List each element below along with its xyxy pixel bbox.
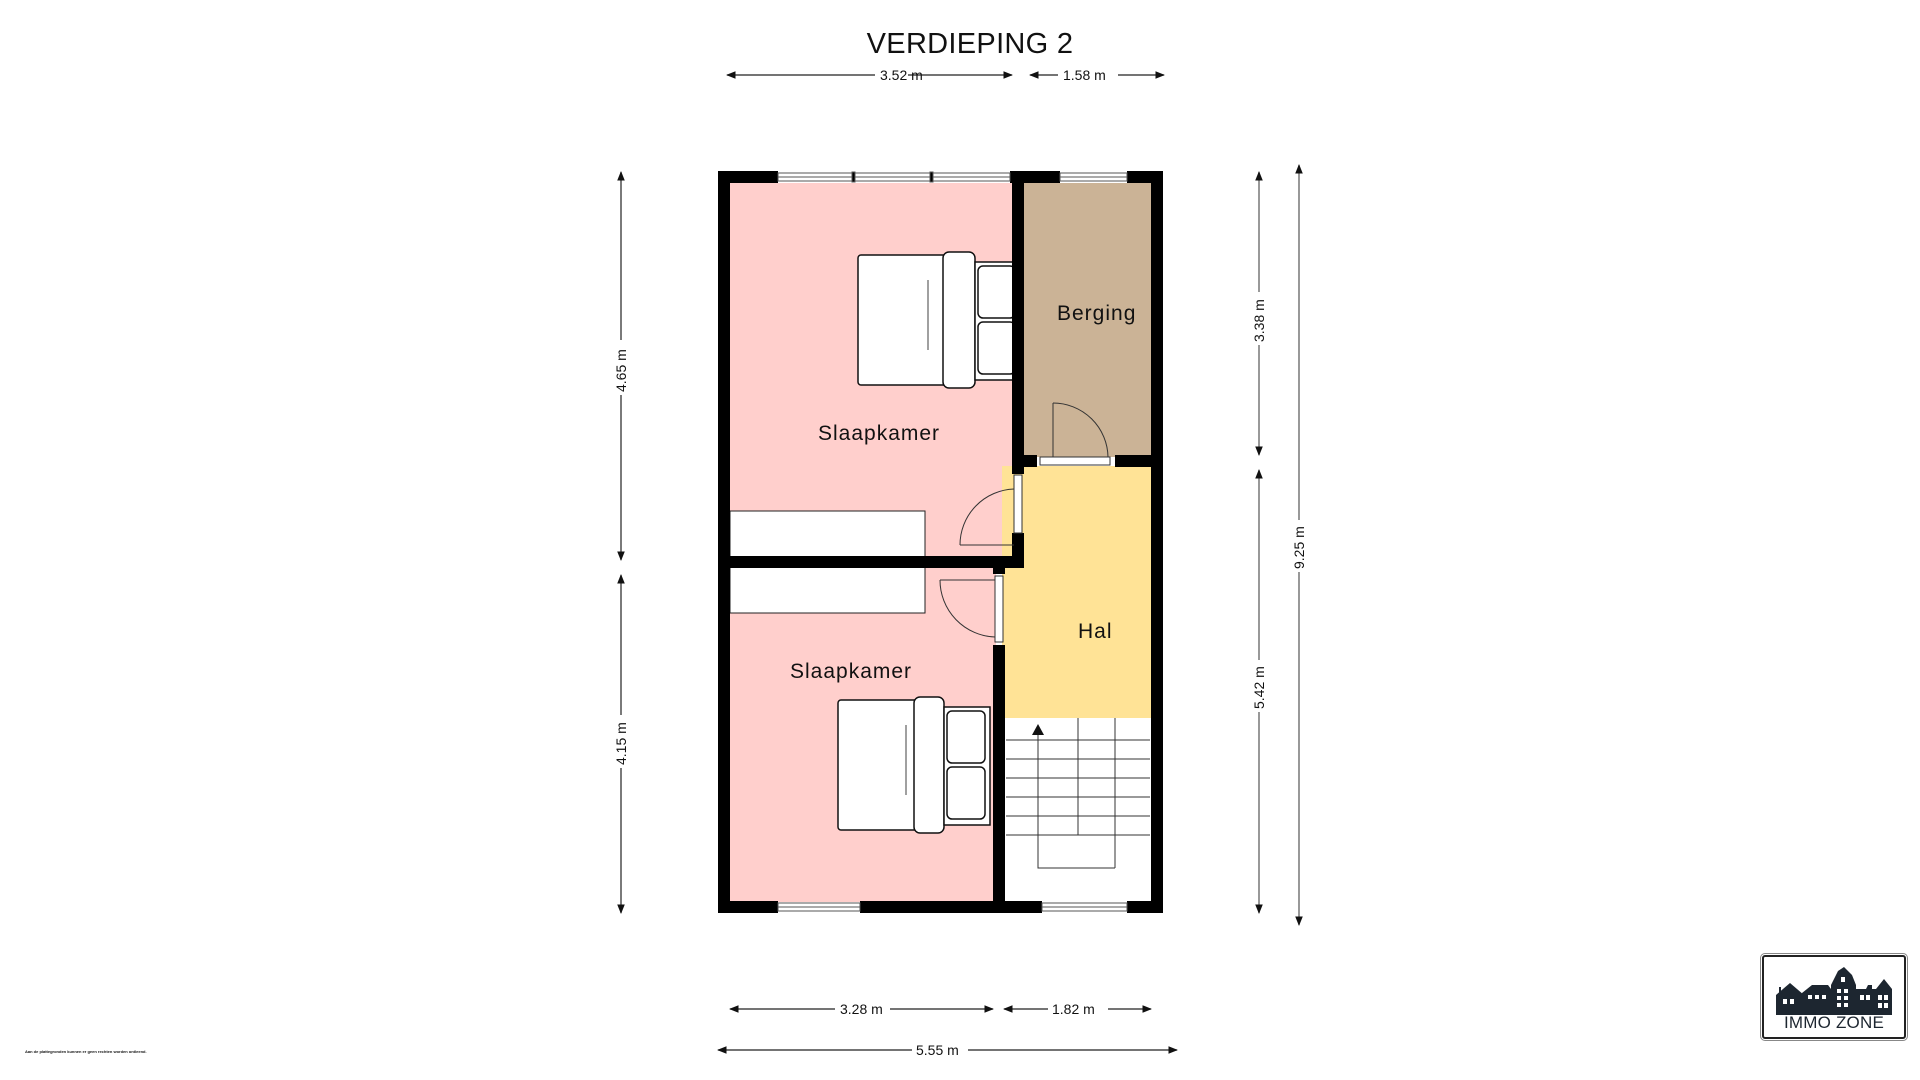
doors <box>939 402 1111 643</box>
dim-right-upper: 3.38 m <box>1251 299 1267 342</box>
door-storage <box>1039 402 1111 466</box>
dim-right-lower: 5.42 m <box>1251 666 1267 709</box>
walls <box>718 171 1163 913</box>
company-logo: IMMO ZONE <box>1762 955 1906 1039</box>
door-bedroom-1 <box>959 474 1023 546</box>
closet-lower <box>729 566 926 614</box>
floor-title: VERDIEPING 2 <box>866 28 1074 60</box>
room-hall-floor <box>1002 466 1152 718</box>
dimensions <box>617 71 1303 1054</box>
dim-bottom-total: 5.55 m <box>916 1042 959 1058</box>
dim-bottom-left: 3.28 m <box>840 1001 883 1017</box>
dim-right-total: 9.25 m <box>1291 526 1307 569</box>
disclaimer-text: Aan de plattegronden kunnen er geen rech… <box>25 1049 147 1054</box>
stairs-area <box>1006 718 1152 902</box>
room-label-storage: Berging <box>1057 302 1136 325</box>
staircase <box>1006 718 1150 869</box>
windows <box>777 171 1128 912</box>
door-bedroom-2 <box>939 575 1004 643</box>
town-houses-icon <box>1776 967 1892 1015</box>
bed-upper <box>857 251 1021 389</box>
room-label-hall: Hal <box>1078 620 1113 643</box>
stairs-direction-arrow <box>1032 724 1044 735</box>
closet-upper <box>729 510 926 558</box>
room-storage-floor <box>1022 183 1152 457</box>
dim-top-left: 3.52 m <box>880 67 923 83</box>
dim-left-lower: 4.15 m <box>613 722 629 765</box>
room-label-bedroom-1: Slaapkamer <box>818 422 940 445</box>
room-label-bedroom-2: Slaapkamer <box>790 660 912 683</box>
dim-top-right: 1.58 m <box>1063 67 1106 83</box>
bed-lower <box>837 696 991 834</box>
dim-left-upper: 4.65 m <box>613 349 629 392</box>
dim-bottom-right: 1.82 m <box>1052 1001 1095 1017</box>
logo-text: IMMO ZONE <box>1783 1013 1884 1032</box>
